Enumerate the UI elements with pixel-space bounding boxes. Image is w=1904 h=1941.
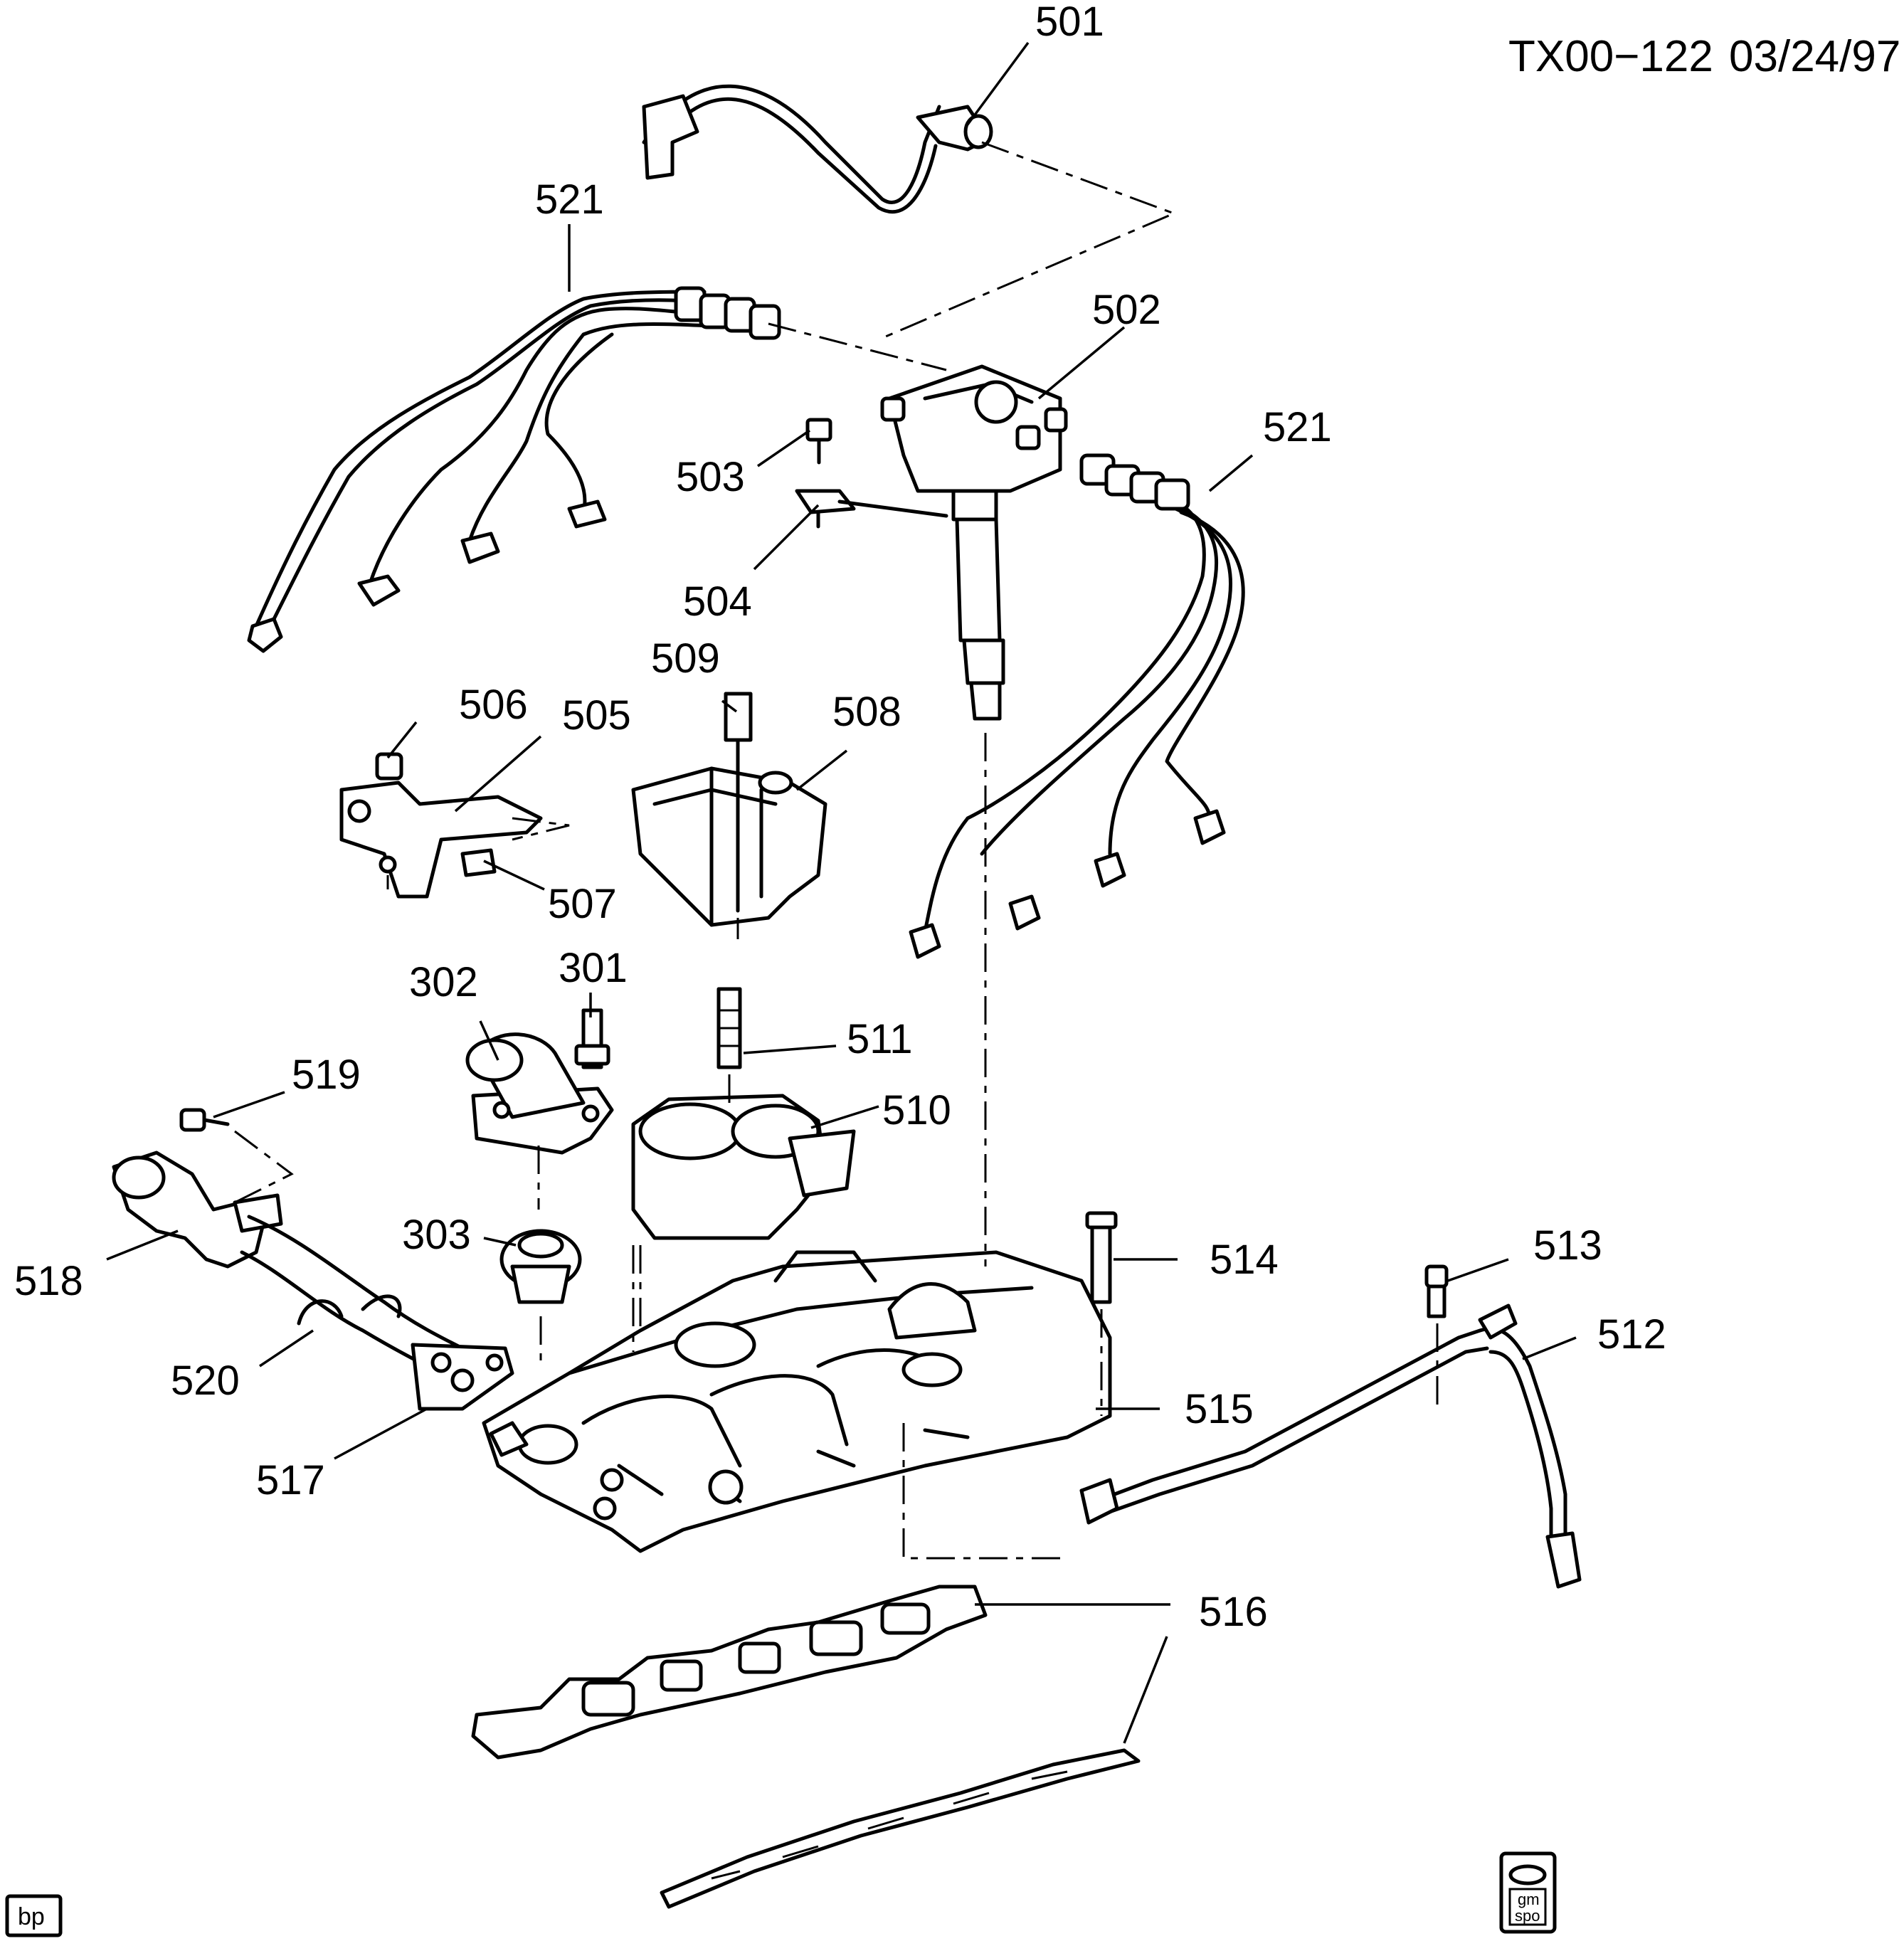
callout-507: 507 — [548, 881, 617, 927]
egr-gasket — [411, 1343, 514, 1411]
egr-bolt — [179, 1108, 230, 1132]
gm-spo-logo: gm spo — [1499, 1851, 1557, 1934]
callout-521-left: 521 — [535, 176, 604, 223]
callout-506: 506 — [459, 682, 528, 728]
callout-513: 513 — [1533, 1222, 1602, 1269]
callout-520: 520 — [171, 1358, 240, 1404]
callout-519: 519 — [292, 1052, 361, 1098]
callout-303: 303 — [402, 1212, 471, 1258]
distributor-hold-down-bolt — [805, 418, 832, 465]
distributor-clamp — [795, 489, 948, 529]
diagram-ref-code: TX00−122 — [1508, 32, 1713, 81]
ignition-coil — [631, 766, 827, 927]
callout-508: 508 — [832, 689, 901, 735]
callout-302: 302 — [409, 959, 478, 1005]
callout-515: 515 — [1185, 1386, 1254, 1432]
distributor — [880, 364, 1068, 721]
callout-521-right: 521 — [1263, 404, 1332, 450]
callout-517: 517 — [256, 1457, 325, 1503]
callout-512: 512 — [1597, 1311, 1666, 1358]
thermostat — [499, 1229, 582, 1304]
coil-bracket — [339, 752, 543, 899]
spark-plug-wires-right — [909, 453, 1245, 959]
manifold-bolt — [1085, 1211, 1118, 1304]
badge-text: bp — [18, 1903, 45, 1930]
callout-502: 502 — [1092, 287, 1161, 333]
callout-516: 516 — [1199, 1589, 1268, 1635]
callout-501: 501 — [1035, 0, 1104, 45]
callout-leaders — [106, 41, 1577, 1744]
callout-510: 510 — [882, 1087, 951, 1133]
callout-518: 518 — [14, 1258, 83, 1304]
throttle-body-stud — [716, 987, 742, 1069]
intake-manifold-gasket-lower — [660, 1748, 1141, 1909]
callout-509: 509 — [651, 635, 720, 682]
diagram-date: 03/24/97 — [1729, 32, 1900, 81]
callout-505: 505 — [562, 692, 631, 739]
water-outlet-bolt — [574, 1008, 610, 1069]
coil-stud — [724, 692, 753, 913]
water-outlet — [465, 1032, 614, 1155]
logo-spo: spo — [1515, 1907, 1540, 1925]
callout-labels: 501 521 502 521 503 504 509 506 505 508 … — [14, 0, 1666, 1635]
pcv-bolt — [1424, 1264, 1449, 1318]
throttle-body — [631, 1094, 856, 1240]
intake-manifold — [482, 1250, 1112, 1553]
callout-503: 503 — [676, 454, 745, 500]
callout-511: 511 — [847, 1016, 912, 1062]
pcv-tube — [1079, 1303, 1582, 1589]
coil-wire — [642, 84, 993, 214]
bp-badge: bp — [5, 1894, 63, 1937]
intake-manifold-gasket-upper — [471, 1585, 988, 1760]
callout-504: 504 — [683, 578, 752, 625]
logo-gm: gm — [1518, 1890, 1540, 1908]
alignment-lines — [234, 141, 1439, 1560]
callout-301: 301 — [559, 945, 628, 991]
egr-valve — [112, 1151, 283, 1269]
spark-plug-wires-left — [247, 286, 781, 653]
callout-514: 514 — [1210, 1237, 1279, 1283]
